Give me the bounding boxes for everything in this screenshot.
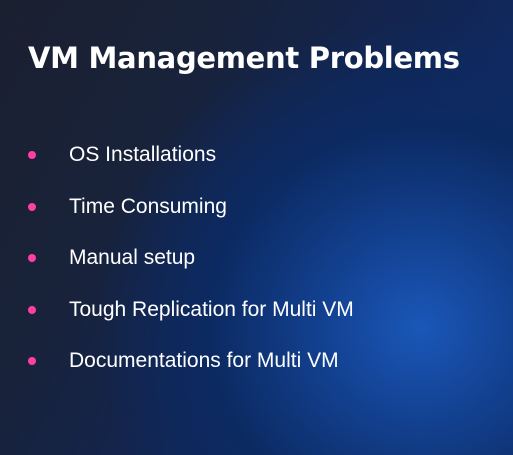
list-item: OS Installations — [28, 136, 354, 174]
bullet-dot-icon — [28, 357, 36, 365]
slide-title: VM Management Problems — [28, 41, 460, 75]
bullet-text: Tough Replication for Multi VM — [69, 297, 354, 321]
list-item: Documentations for Multi VM — [28, 342, 354, 380]
list-item: Tough Replication for Multi VM — [28, 291, 354, 329]
bullet-text: OS Installations — [69, 143, 217, 166]
list-item: Manual setup — [28, 239, 354, 277]
bullet-dot-icon — [28, 151, 36, 159]
bullet-text: Manual setup — [69, 246, 196, 269]
list-item: Time Consuming — [28, 188, 354, 226]
bullet-list: OS Installations Time Consuming Manual s… — [28, 136, 354, 394]
bullet-dot-icon — [28, 202, 36, 211]
bullet-dot-icon — [28, 305, 36, 314]
bullet-dot-icon — [28, 254, 36, 262]
bullet-text: Time Consuming — [69, 194, 227, 218]
bullet-text: Documentations for Multi VM — [69, 349, 339, 372]
